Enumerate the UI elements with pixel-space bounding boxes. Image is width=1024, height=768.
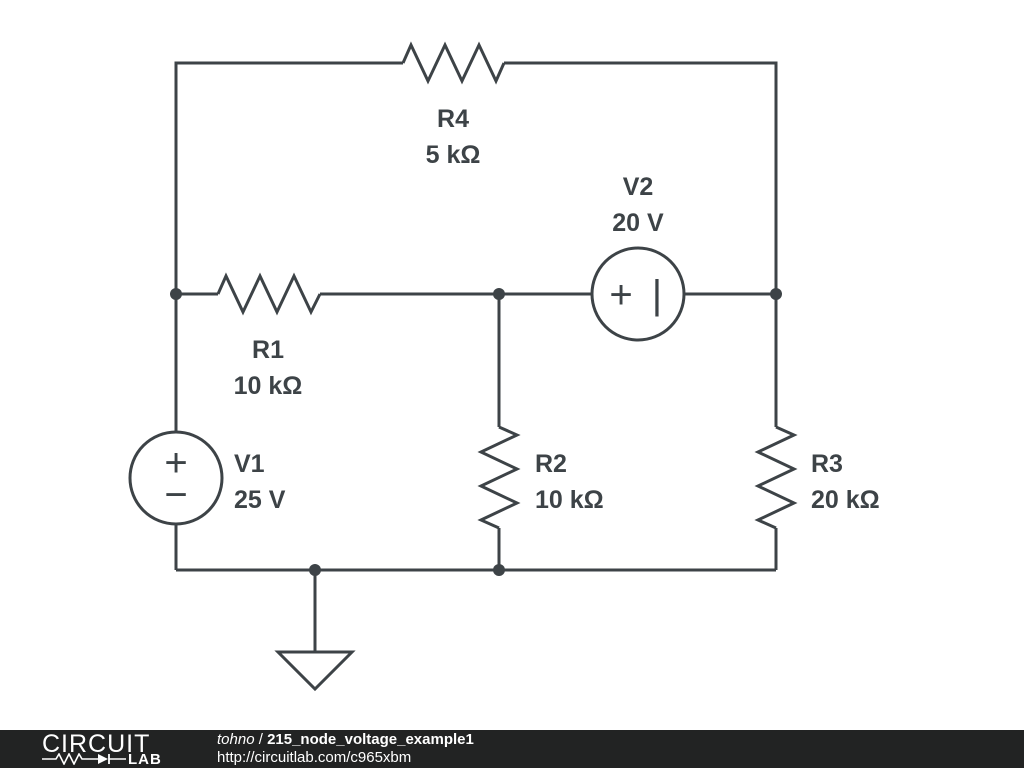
v2-plus-sign: +: [609, 273, 632, 317]
logo-text-lab: LAB: [128, 751, 162, 768]
resistor-r2-symbol[interactable]: [477, 425, 521, 530]
r4-name-label: R4: [437, 105, 469, 133]
r2-name-label: R2: [535, 450, 567, 478]
v2-value-label: 20 V: [612, 209, 664, 237]
r3-name-label: R3: [811, 450, 843, 478]
voltage-source-v1-symbol[interactable]: + −: [128, 430, 224, 526]
r2-value-label: 10 kΩ: [535, 486, 604, 514]
logo-resistor-diode-icon: [42, 753, 126, 765]
circuitlab-logo[interactable]: CIRCUIT LAB: [36, 730, 186, 768]
author-link[interactable]: tohno: [217, 731, 255, 748]
circuit-url-link[interactable]: http://circuitlab.com/c965xbm: [217, 749, 412, 766]
wire-top-left: [174, 61, 403, 294]
v1-plus-sign: +: [164, 441, 187, 485]
v1-name-label: V1: [234, 450, 265, 478]
junction-node: [309, 564, 321, 576]
footer-info: tohno / 215_node_voltage_example1 http:/…: [217, 731, 474, 767]
wire-top-right: [504, 61, 778, 294]
resistor-r4-symbol[interactable]: [401, 41, 506, 85]
logo-text-circuit: CIRCUIT: [42, 730, 151, 758]
v2-name-label: V2: [623, 173, 654, 201]
junction-node: [770, 288, 782, 300]
circuit-title[interactable]: 215_node_voltage_example1: [267, 731, 474, 748]
r3-value-label: 20 kΩ: [811, 486, 880, 514]
voltage-source-v2-symbol[interactable]: + |: [590, 246, 686, 342]
r4-value-label: 5 kΩ: [426, 141, 481, 169]
v2-minus-sign: |: [652, 273, 662, 317]
circuit-schematic: + | + − R4 5 kΩ V2 20 V R1 10 kΩ V1 25 V…: [128, 41, 880, 692]
junction-node: [493, 564, 505, 576]
junction-node: [493, 288, 505, 300]
ground-symbol[interactable]: [274, 650, 356, 692]
v1-value-label: 25 V: [234, 486, 286, 514]
v1-minus-sign: −: [164, 473, 187, 517]
junction-node: [170, 288, 182, 300]
r1-value-label: 10 kΩ: [234, 372, 303, 400]
path-separator: /: [254, 731, 268, 748]
r1-name-label: R1: [252, 336, 284, 364]
resistor-r1-symbol[interactable]: [216, 272, 322, 316]
resistor-r3-symbol[interactable]: [754, 425, 798, 530]
footer-bar: CIRCUIT LAB tohno / 215_node_voltage_exa…: [0, 730, 1024, 768]
